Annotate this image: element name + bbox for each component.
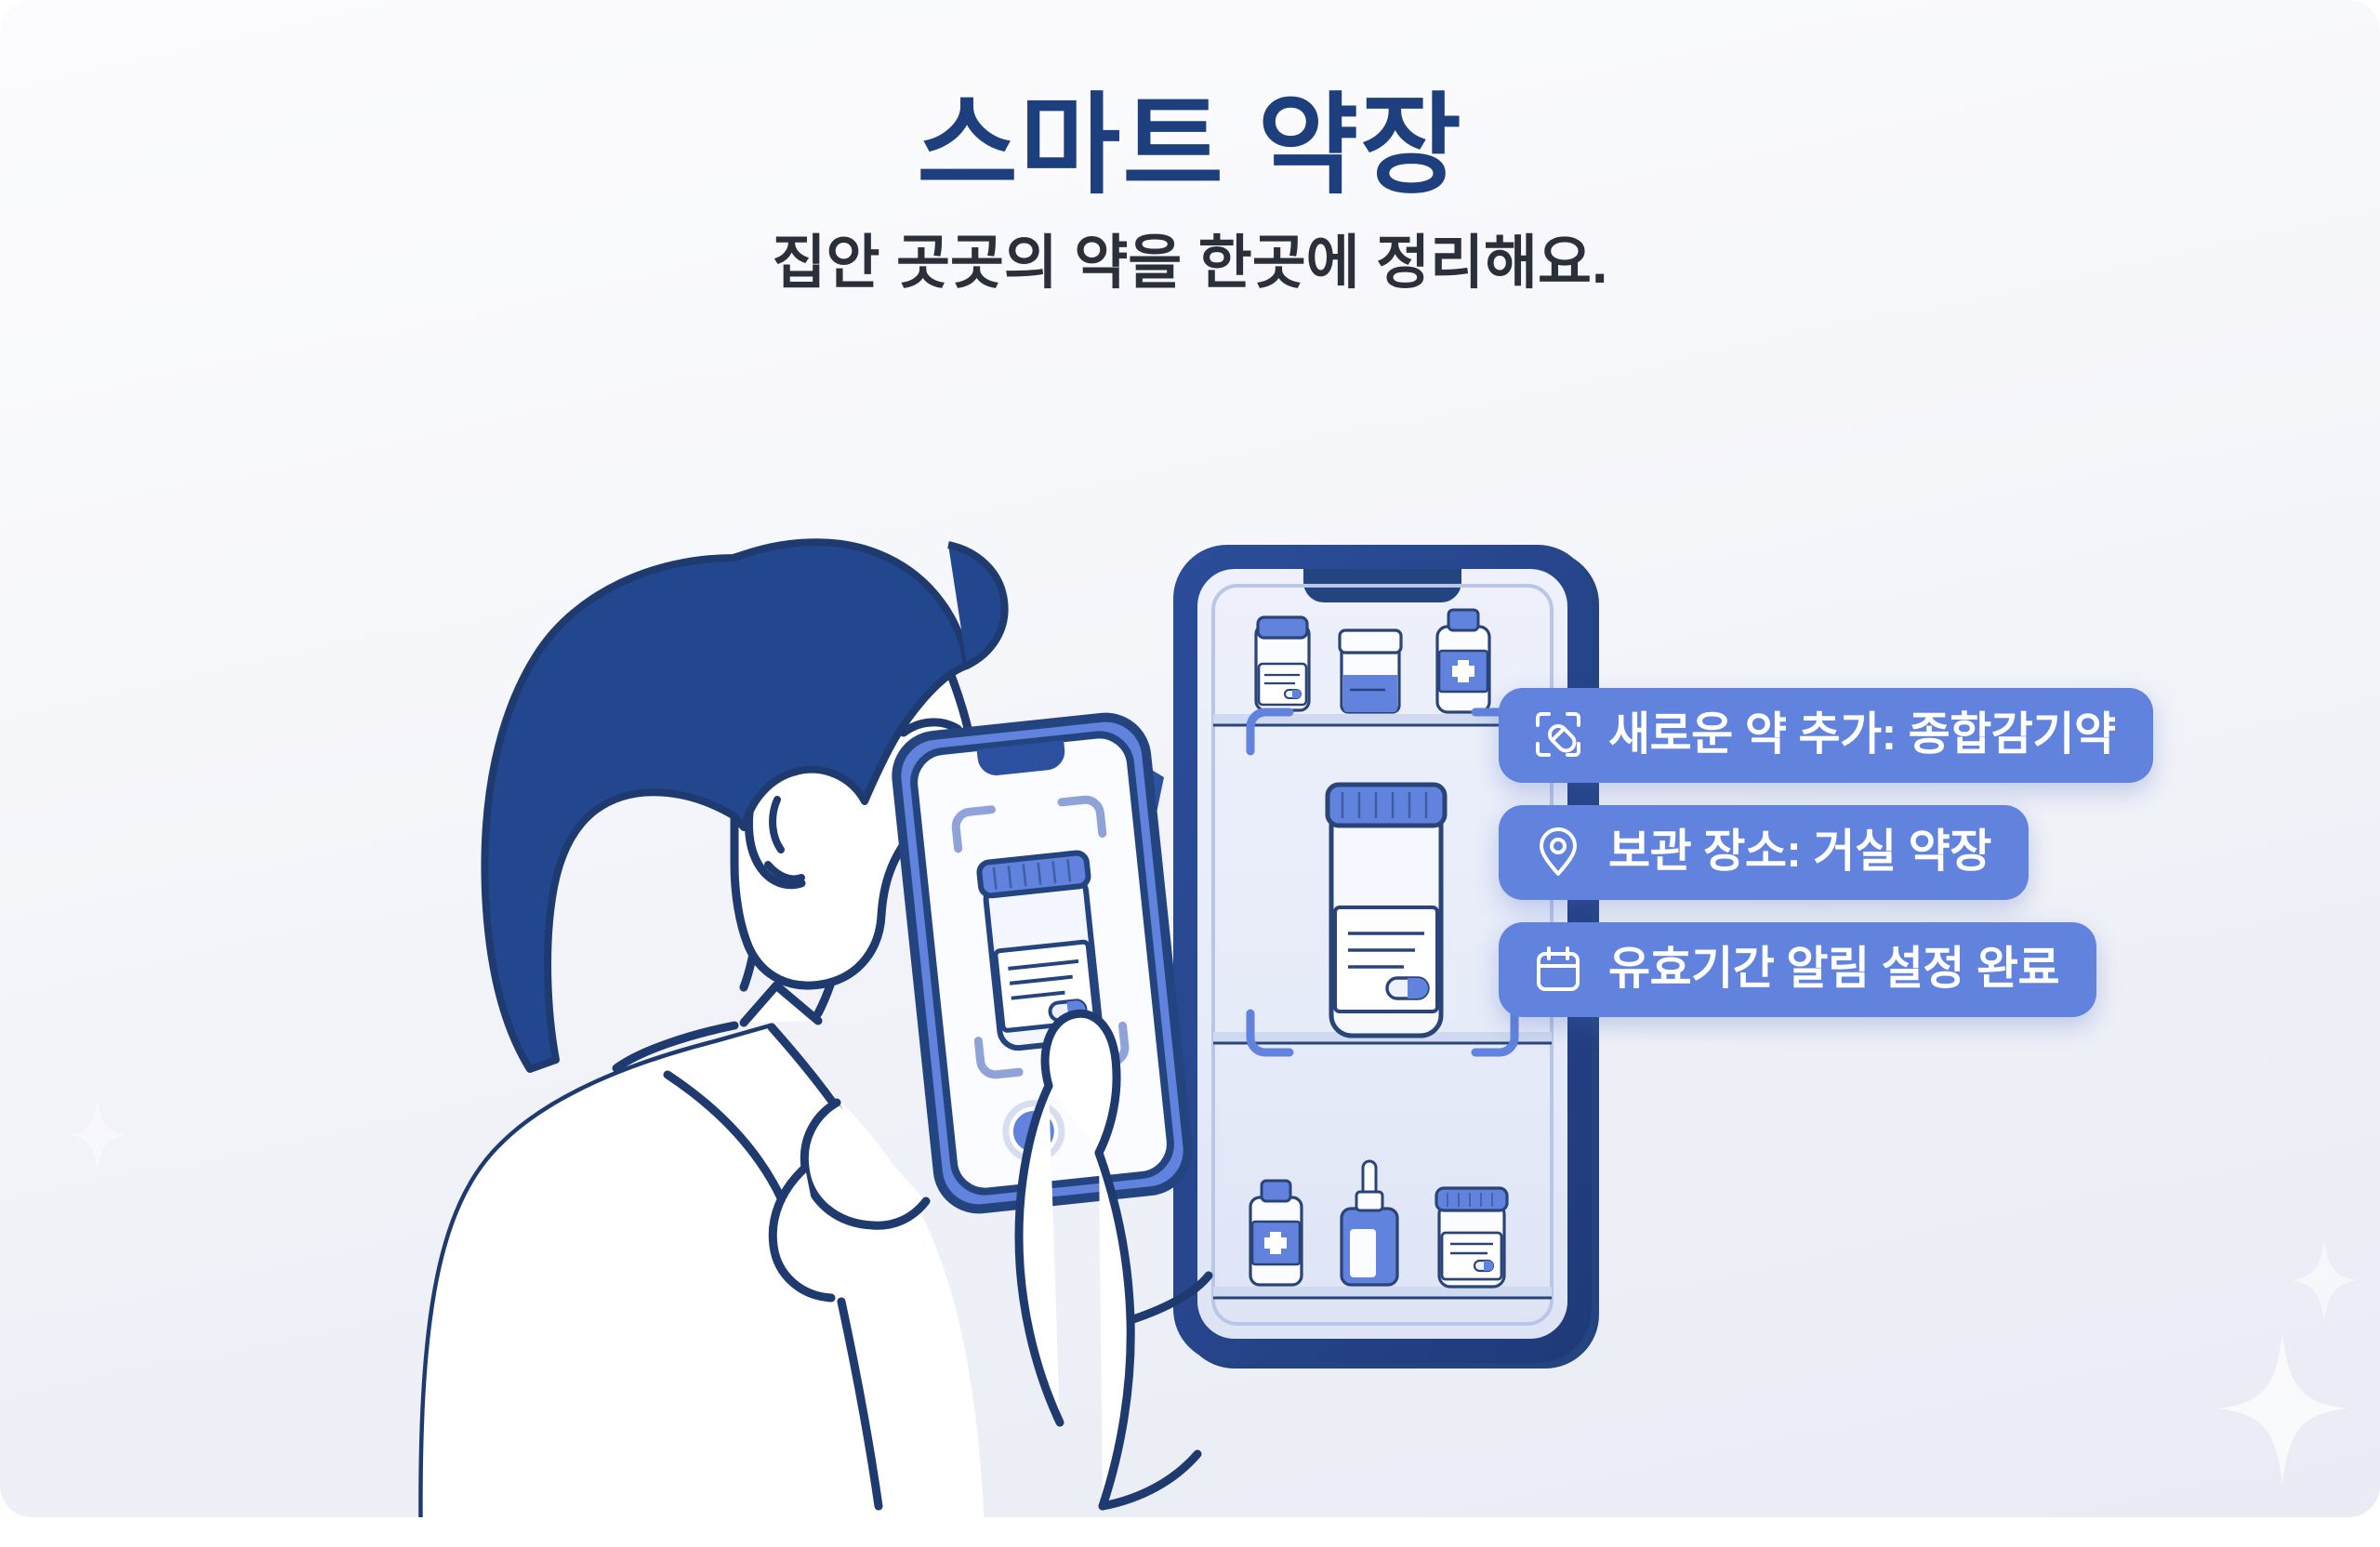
page-title: 스마트 약장 [917, 85, 1463, 207]
labeled-bottle-blue-cap [1254, 615, 1311, 712]
cross-bottle [1435, 608, 1491, 714]
header: 스마트 약장 집안 곳곳의 약을 한곳에 정리해요. [0, 85, 2380, 298]
highlighted-labeled-bottle [1325, 782, 1448, 1038]
badge-label: 보관 장소: 거실 약장 [1608, 826, 1991, 877]
scanned-pill-bottle [976, 850, 1103, 1051]
top-shelf [1213, 608, 1552, 727]
labeled-jar-blue-cap [1435, 1186, 1509, 1289]
calendar-icon [1532, 943, 1584, 995]
middle-shelf [1213, 707, 1552, 1057]
badge-expiry-alert[interactable]: 유효기간 알림 설정 완료 [1499, 922, 2097, 1017]
badge-label: 새로운 약 추가: 종합감기약 [1608, 708, 2116, 760]
badge-label: 유효기간 알림 설정 완료 [1608, 943, 2060, 994]
location-pin-icon [1532, 826, 1584, 878]
page-subtitle: 집안 곳곳의 약을 한곳에 정리해요. [772, 230, 1608, 296]
badge-add-medicine[interactable]: 새로운 약 추가: 종합감기약 [1499, 688, 2153, 783]
cross-bottle-small [1249, 1179, 1303, 1287]
dropper-bottle [1340, 1159, 1399, 1287]
badge-list: 새로운 약 추가: 종합감기약 보관 장소: 거실 약장 [1499, 688, 2153, 1017]
handheld-phone [892, 712, 1213, 1511]
pill-jar [1338, 628, 1403, 714]
medicine-cabinet-phone [1173, 545, 1599, 1368]
badge-storage-location[interactable]: 보관 장소: 거실 약장 [1499, 805, 2029, 900]
person-profile [418, 538, 1009, 1517]
bottom-shelf [1213, 1159, 1552, 1300]
scan-pill-icon [1532, 708, 1584, 760]
